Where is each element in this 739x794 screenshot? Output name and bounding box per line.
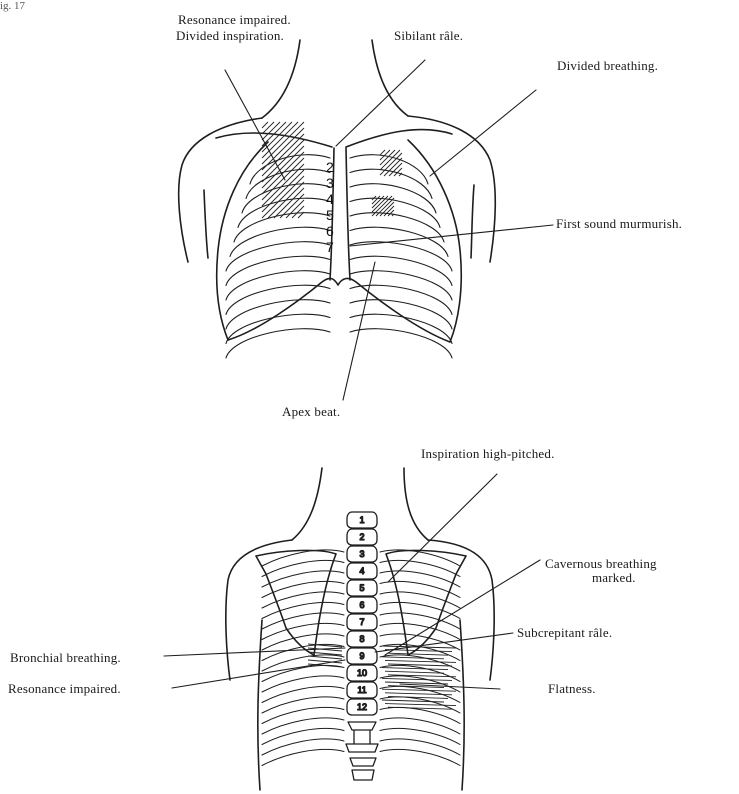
lower-vertebra: [350, 758, 376, 780]
back-rib-right: [380, 613, 460, 629]
back-rib-left: [262, 749, 344, 765]
back-neck-right: [404, 468, 428, 540]
label-first-sound-murmurish: First sound murmurish.: [556, 216, 682, 231]
back-rib-right: [380, 749, 460, 765]
back-torso-right: [460, 620, 464, 790]
back-rib-left: [262, 728, 344, 744]
vertebra-number: 10: [357, 668, 367, 678]
back-rib-left: [262, 676, 344, 692]
back-hatch-stroke: [382, 678, 452, 680]
vertebra-number: 11: [357, 685, 366, 695]
back-rib-left: [262, 686, 344, 702]
back-rib-left: [262, 665, 344, 681]
label-cavernous-breathing: Cavernous breathing: [545, 556, 657, 571]
back-rib-left: [262, 613, 344, 629]
label-sibilant-rale: Sibilant râle.: [394, 28, 463, 43]
back-rib-right: [380, 623, 460, 639]
back-hatch-stroke: [385, 650, 452, 652]
back-hatch-stroke: [388, 707, 452, 709]
back-hatch-stroke: [382, 689, 456, 691]
back-hatch-stroke: [385, 704, 456, 706]
label-divided-breathing: Divided breathing.: [557, 58, 658, 73]
back-rib-left: [262, 697, 344, 713]
label-bronchial-breathing: Bronchial breathing.: [10, 650, 121, 665]
vertebra-number: 5: [359, 583, 364, 593]
back-rib-left: [262, 623, 344, 639]
back-hatch-stroke: [382, 700, 444, 702]
label-apex-beat: Apex beat.: [282, 404, 340, 419]
vertebra-number: 8: [359, 634, 364, 644]
vertebra-number: 6: [359, 600, 364, 610]
back-rib-left: [262, 739, 344, 755]
back-rib-left: [262, 718, 344, 734]
back-torso-left: [258, 620, 262, 790]
label-resonance-impaired-front: Resonance impaired.: [178, 12, 291, 27]
vertebra-number: 1: [359, 515, 364, 525]
back-hatch-left-stroke: [308, 656, 342, 659]
back-rib-right: [380, 718, 460, 734]
vertebra-number: 9: [359, 651, 364, 661]
vertebra-number: 2: [359, 532, 364, 542]
vertebra-number: 3: [359, 549, 364, 559]
back-leader-lines: [164, 474, 540, 689]
lumbar-vertebra: [346, 722, 378, 752]
label-flatness: Flatness.: [548, 681, 596, 696]
back-spine: 123456789101112: [346, 512, 378, 780]
vertebra-number: 4: [359, 566, 364, 576]
vertebra-number: 12: [357, 702, 367, 712]
back-rib-left: [262, 571, 344, 587]
label-cavernous-marked: marked.: [592, 570, 636, 585]
back-rib-left: [262, 602, 344, 618]
label-divided-inspiration: Divided inspiration.: [176, 28, 284, 43]
back-rib-left: [262, 655, 344, 671]
back-rib-right: [380, 739, 460, 755]
back-rib-right: [380, 707, 460, 723]
label-inspiration-high-pitched: Inspiration high-pitched.: [421, 446, 555, 461]
back-rib-right: [380, 728, 460, 744]
back-hatch-stroke: [382, 657, 444, 659]
back-hatched-area: [308, 644, 456, 709]
back-hatch-stroke: [385, 660, 456, 662]
back-rib-left: [262, 707, 344, 723]
vertebra-number: 7: [359, 617, 364, 627]
label-resonance-impaired-back: Resonance impaired.: [8, 681, 121, 696]
label-subcrepitant-rale: Subcrepitant râle.: [517, 625, 612, 640]
back-hatch-stroke: [382, 668, 448, 670]
corner-fragment: ig. 17: [0, 0, 25, 12]
back-neck-left: [292, 468, 322, 540]
